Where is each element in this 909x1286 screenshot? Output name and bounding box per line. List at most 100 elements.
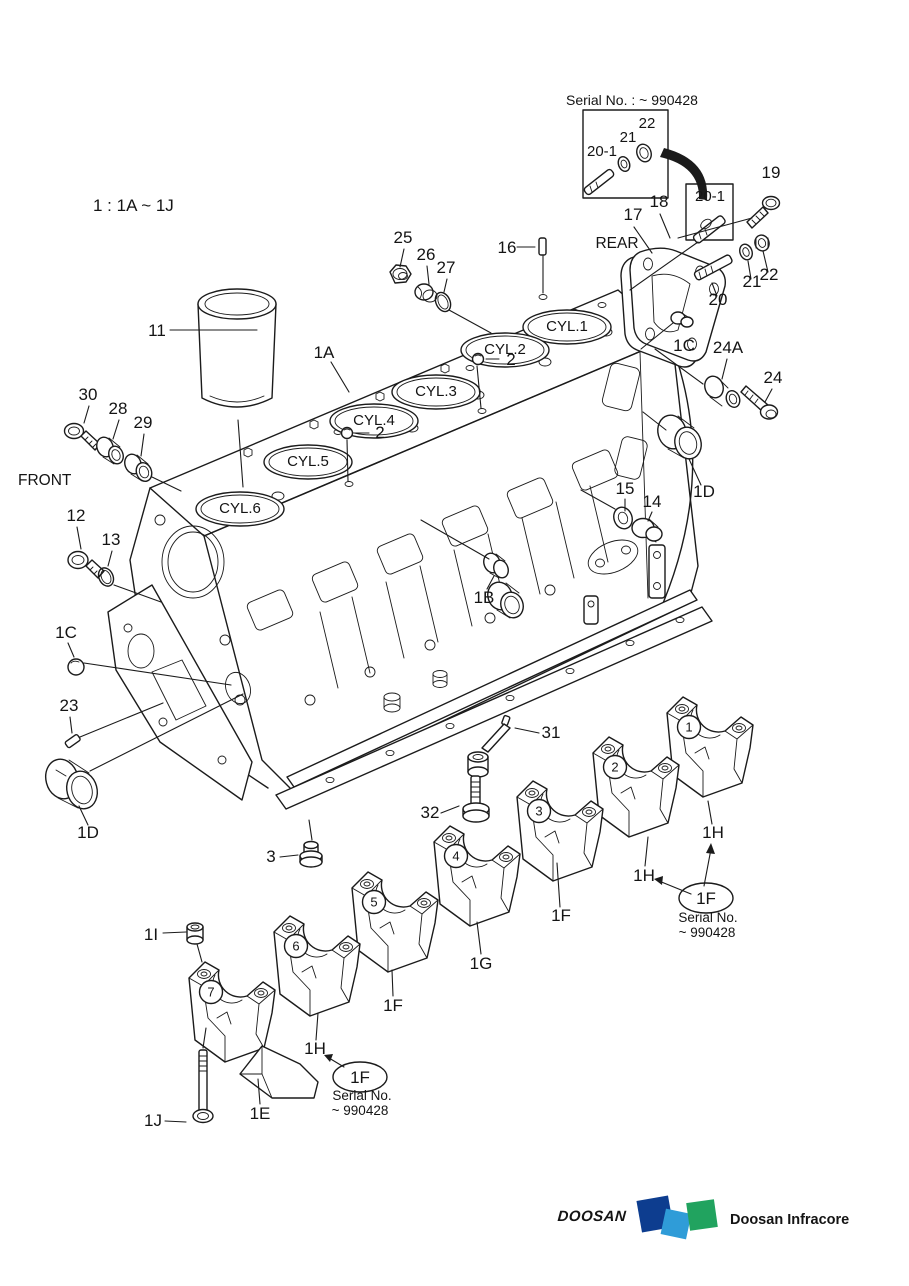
callout-15: 15 — [616, 479, 635, 498]
cup-plug-26 — [414, 283, 438, 303]
logo-square-green — [686, 1199, 718, 1231]
svg-text:Serial No.: Serial No. — [332, 1088, 391, 1103]
svg-text:4: 4 — [452, 849, 459, 864]
callout-1g: 1G — [470, 954, 493, 973]
svg-text:Serial No.: Serial No. — [678, 910, 737, 925]
svg-text:3: 3 — [535, 804, 542, 819]
cylinder-label-1: CYL.1 — [546, 318, 588, 335]
bearing-cap-3 — [516, 780, 604, 882]
svg-text:7: 7 — [207, 985, 214, 1000]
logo-wordmark: DOOSAN — [557, 1208, 628, 1225]
ball-plug-2-cyl2 — [471, 352, 485, 366]
svg-text:1: 1 — [685, 720, 692, 735]
stud-20 — [693, 254, 733, 281]
callout-1c-right: 1C — [673, 336, 695, 355]
callout-1j: 1J — [144, 1111, 162, 1130]
callout-1e: 1E — [250, 1104, 271, 1123]
svg-text:5: 5 — [370, 895, 377, 910]
serial-oval-right: 1F Serial No. ~ 990428 — [678, 882, 738, 940]
sleeve-24a — [704, 375, 741, 408]
callout-20-1-box2: 20-1 — [695, 188, 725, 205]
callout-28: 28 — [109, 399, 128, 418]
dowel-pin-23 — [64, 734, 81, 749]
bearing-cap-2 — [592, 736, 680, 838]
bearing-cap-1 — [666, 696, 754, 798]
serial-top-note: Serial No. : ~ 990428 — [566, 92, 698, 108]
callout-19: 19 — [762, 163, 781, 182]
callout-1h-a: 1H — [702, 823, 724, 842]
callout-24: 24 — [764, 368, 783, 387]
bushing-1c-right — [670, 311, 694, 328]
callout-1h-c: 1H — [304, 1039, 326, 1058]
callout-1h-b: 1H — [633, 866, 655, 885]
cylinder-label-4: CYL.4 — [353, 412, 395, 429]
bearing-caps: 1 2 3 4 5 6 7 — [188, 696, 754, 1099]
callout-23: 23 — [60, 696, 79, 715]
bolt-19 — [746, 195, 781, 229]
callout-1f-b: 1F — [383, 996, 403, 1015]
callout-1d-left: 1D — [77, 823, 99, 842]
cylinder-liner-11 — [197, 288, 277, 408]
callout-16: 16 — [498, 238, 517, 257]
washer-15 — [613, 506, 633, 530]
serial-inset-box — [582, 109, 669, 199]
callout-18: 18 — [650, 192, 669, 211]
logo-company-name: Doosan Infracore — [730, 1212, 849, 1228]
callout-1d-right: 1D — [693, 482, 715, 501]
front-label: FRONT — [18, 472, 72, 489]
bearing-cap-4 — [433, 825, 521, 927]
bushing-1d-left — [45, 758, 99, 810]
callout-1i: 1I — [144, 925, 158, 944]
callout-24a: 24A — [713, 338, 744, 357]
leader-lines — [67, 213, 773, 1123]
callout-21: 21 — [743, 272, 762, 291]
bushing-29 — [124, 453, 153, 482]
pin-16 — [538, 237, 548, 300]
plug-25 — [389, 264, 412, 284]
bushings-1b — [483, 552, 524, 619]
callout-1f-a: 1F — [551, 906, 571, 925]
front-plate — [107, 584, 253, 801]
svg-text:~ 990428: ~ 990428 — [332, 1103, 389, 1118]
callout-1b: 1B — [474, 588, 495, 607]
oil-gallery-rails — [275, 589, 713, 810]
callout-13: 13 — [102, 530, 121, 549]
callout-1c-left: 1C — [55, 623, 77, 642]
callout-labels: 1 : 1A ~ 1J Serial No. : ~ 990428 22 21 … — [18, 92, 782, 1130]
callout-14: 14 — [643, 492, 662, 511]
svg-text:~ 990428: ~ 990428 — [679, 925, 736, 940]
cap-number-circles: 1 2 3 4 5 6 7 — [198, 714, 702, 1005]
washer-21 — [739, 243, 753, 261]
bolt-1j — [192, 1049, 214, 1124]
serial-oval-bottom: 1F Serial No. ~ 990428 — [332, 1061, 392, 1118]
engine-block: CYL.1 CYL.2 CYL.3 CYL.4 CYL.5 CYL.6 — [107, 289, 713, 810]
callout-12: 12 — [67, 506, 86, 525]
bearing-cap-6 — [273, 915, 361, 1017]
cylinder-label-5: CYL.5 — [287, 453, 329, 470]
bushing-1i — [186, 922, 204, 945]
callout-2-cyl4: 2 — [375, 423, 384, 442]
logo-square-blue — [660, 1208, 692, 1240]
cylinder-label-6: CYL.6 — [219, 500, 261, 517]
callout-30: 30 — [79, 385, 98, 404]
bolt-24 — [740, 385, 779, 420]
o-ring-13 — [97, 567, 115, 587]
callout-3: 3 — [266, 847, 275, 866]
bearing-cap-5 — [351, 871, 439, 973]
callout-11: 11 — [148, 321, 166, 340]
callout-1a: 1A — [314, 343, 335, 362]
doosan-logo: DOOSAN Doosan Infracore — [557, 1195, 849, 1240]
bolt-30 — [63, 422, 101, 451]
callout-29: 29 — [134, 413, 153, 432]
o-ring-27 — [434, 291, 452, 313]
inset-arrow — [660, 148, 708, 200]
callout-20-1-inset: 20-1 — [587, 143, 617, 160]
cylinder-label-3: CYL.3 — [415, 383, 457, 400]
rear-label: REAR — [595, 235, 638, 252]
plug-3 — [299, 840, 323, 868]
callout-32: 32 — [421, 803, 440, 822]
callout-2-cyl2: 2 — [506, 350, 515, 369]
ball-plug-2-cyl4 — [340, 426, 354, 440]
